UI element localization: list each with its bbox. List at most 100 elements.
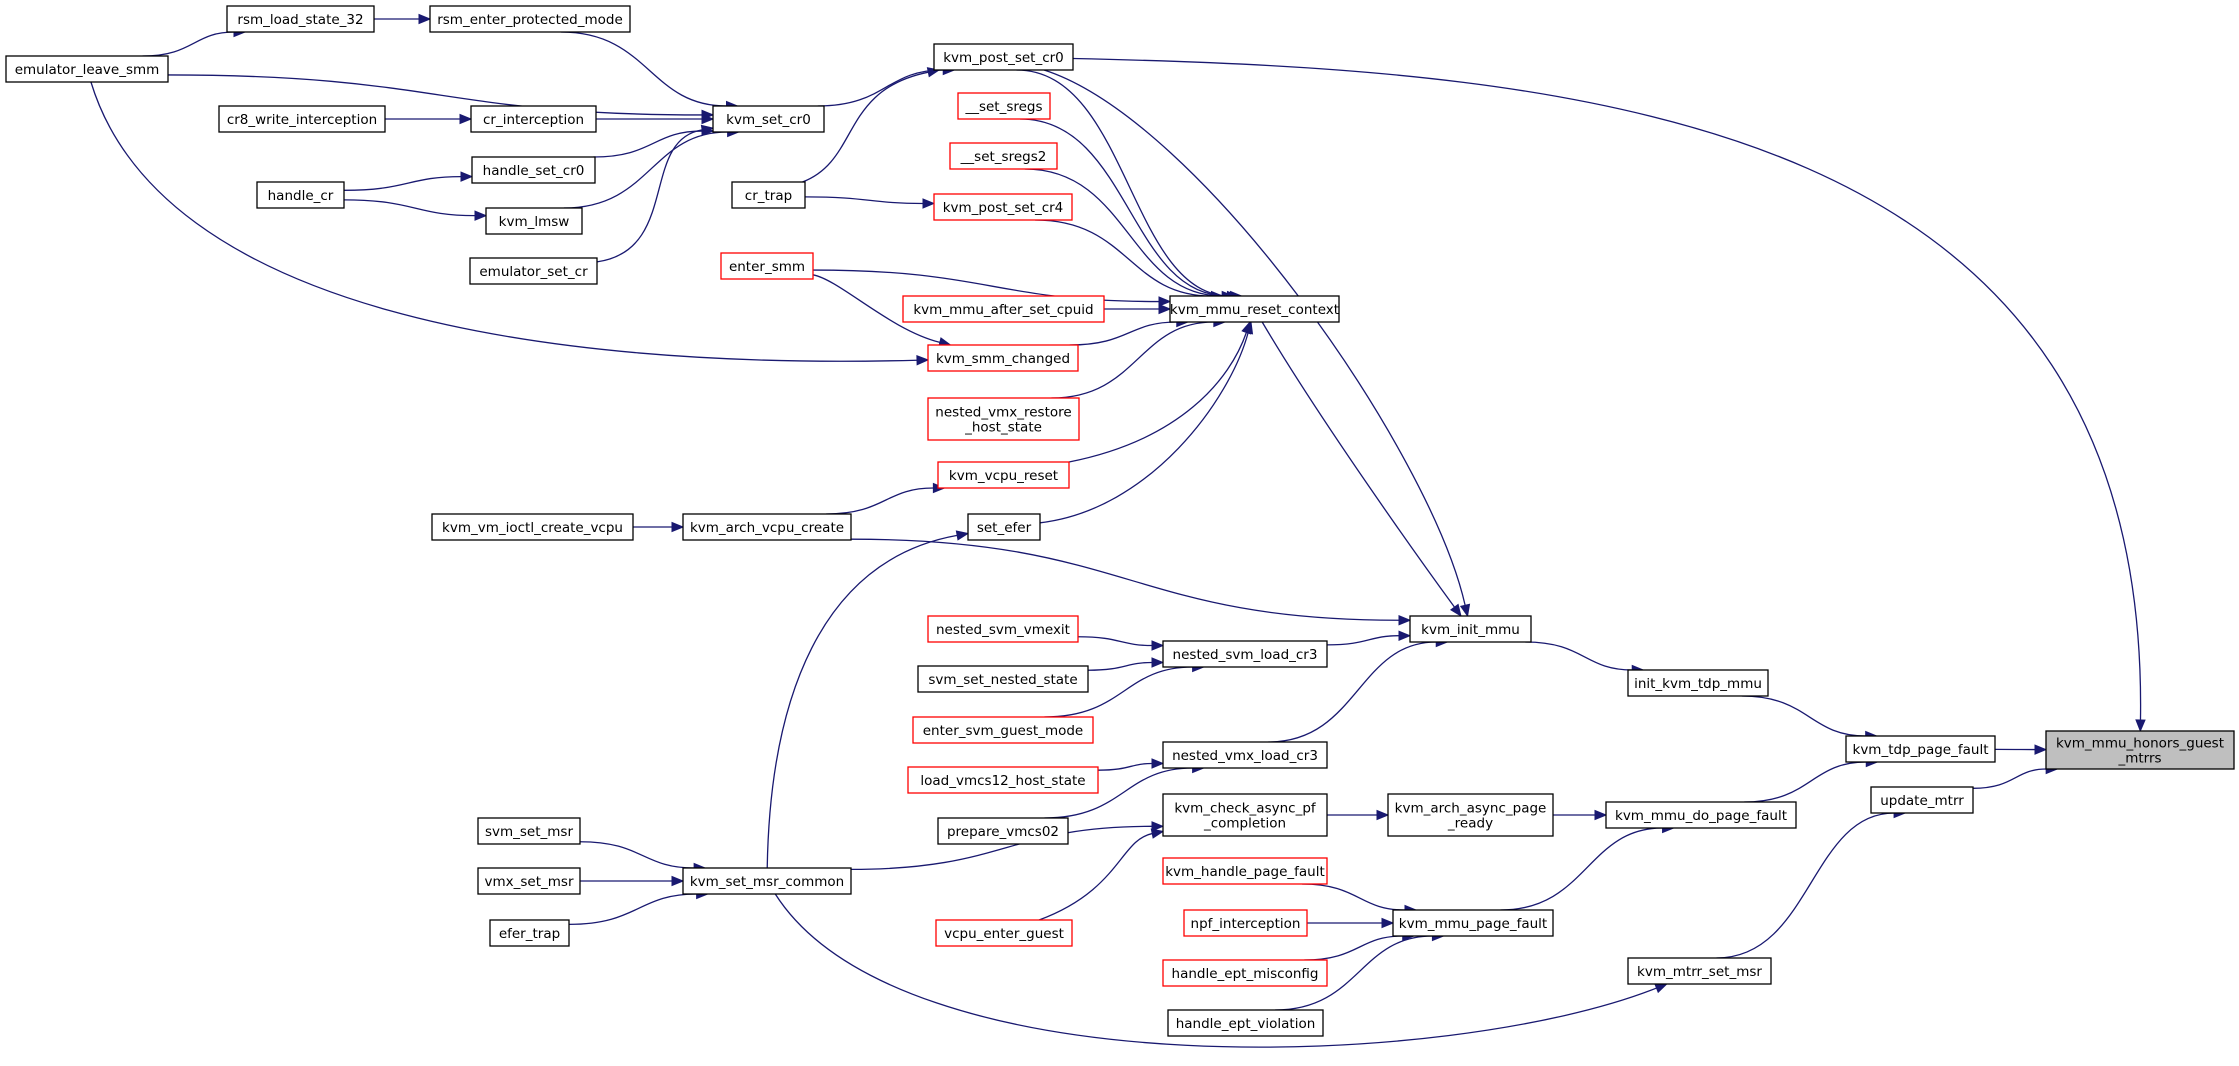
arrowhead-load_vmcs12_host_state-to-nested_vmx_load_cr3 <box>1151 758 1165 769</box>
node-efer_trap[interactable]: efer_trap <box>489 919 570 947</box>
node-handle_ept_misconfig[interactable]: handle_ept_misconfig <box>1162 959 1328 987</box>
arrowhead-emulator_leave_smm-to-kvm_smm_changed <box>916 354 930 366</box>
arrowhead-svm_set_nested_state-to-nested_svm_load_cr3 <box>1151 657 1165 668</box>
arrowhead-kvm_set_msr_common-to-kvm_check_async_pf_completion <box>1151 821 1165 832</box>
node-enter_smm[interactable]: enter_smm <box>720 252 814 280</box>
node-box <box>937 461 1070 489</box>
node-emulator_leave_smm[interactable]: emulator_leave_smm <box>5 55 169 83</box>
node-kvm_init_mmu[interactable]: kvm_init_mmu <box>1409 615 1532 643</box>
node-__set_sregs[interactable]: __set_sregs <box>957 92 1051 120</box>
node-vcpu_enter_guest[interactable]: vcpu_enter_guest <box>935 919 1073 947</box>
node-kvm_set_msr_common[interactable]: kvm_set_msr_common <box>682 867 852 895</box>
node-svm_set_msr[interactable]: svm_set_msr <box>477 817 581 845</box>
edge-rsm_enter_protected_mode-to-kvm_set_cr0 <box>561 31 727 107</box>
node-label: _host_state <box>964 420 1042 436</box>
edge-update_mtrr-to-kvm_mmu_honors_guest_mtrrs <box>1972 768 2047 789</box>
edge-init_kvm_tdp_mmu-to-kvm_tdp_page_fault <box>1741 695 1866 737</box>
node-rsm_enter_protected_mode[interactable]: rsm_enter_protected_mode <box>429 5 631 33</box>
arrowhead-vmx_set_msr-to-kvm_set_msr_common <box>671 875 685 887</box>
node-cr_trap[interactable]: cr_trap <box>731 181 806 209</box>
node-label: handle_cr <box>268 188 334 204</box>
node-label: nested_svm_load_cr3 <box>1173 647 1318 663</box>
node-kvm_vcpu_reset[interactable]: kvm_vcpu_reset <box>937 461 1070 489</box>
node-init_kvm_tdp_mmu[interactable]: init_kvm_tdp_mmu <box>1627 669 1769 697</box>
node-box <box>471 156 596 184</box>
node-handle_cr[interactable]: handle_cr <box>256 181 345 209</box>
node-label: vmx_set_msr <box>485 874 574 890</box>
node-label: handle_ept_violation <box>1176 1016 1316 1032</box>
nodes-layer: rsm_load_state_32 rsm_enter_protected_mod… <box>5 5 2235 1037</box>
node-kvm_mmu_do_page_fault[interactable]: kvm_mmu_do_page_fault <box>1605 801 1797 829</box>
node-cr8_write_interception[interactable]: cr8_write_interception <box>218 105 386 133</box>
node-handle_set_cr0[interactable]: handle_set_cr0 <box>471 156 596 184</box>
node-kvm_mmu_page_fault[interactable]: kvm_mmu_page_fault <box>1392 909 1554 937</box>
edge-nested_vmx_load_cr3-to-kvm_init_mmu <box>1268 641 1437 743</box>
node-label: kvm_mmu_reset_context <box>1170 302 1339 318</box>
node-box <box>1845 735 1996 763</box>
node-kvm_mtrr_set_msr[interactable]: kvm_mtrr_set_msr <box>1627 957 1772 985</box>
arrowhead-kvm_mmu_after_set_cpuid-to-kvm_mmu_reset_context <box>1158 303 1172 315</box>
node-label: nested_vmx_load_cr3 <box>1172 748 1318 764</box>
node-nested_svm_load_cr3[interactable]: nested_svm_load_cr3 <box>1162 640 1328 668</box>
node-label: init_kvm_tdp_mmu <box>1634 676 1762 692</box>
node-label: emulator_set_cr <box>479 264 588 280</box>
node-box <box>935 919 1073 947</box>
node-prepare_vmcs02[interactable]: prepare_vmcs02 <box>937 817 1069 845</box>
node-rsm_load_state_32[interactable]: rsm_load_state_32 <box>226 5 375 33</box>
node-nested_vmx_load_cr3[interactable]: nested_vmx_load_cr3 <box>1162 741 1328 769</box>
node-handle_ept_violation[interactable]: handle_ept_violation <box>1167 1009 1324 1037</box>
node-label: kvm_check_async_pf <box>1174 801 1317 817</box>
edge-nested_svm_load_cr3-to-kvm_init_mmu <box>1326 635 1400 646</box>
arrowhead-kvm_set_msr_common-to-kvm_mtrr_set_msr <box>1654 983 1668 994</box>
node-kvm_mmu_after_set_cpuid[interactable]: kvm_mmu_after_set_cpuid <box>902 295 1105 323</box>
node-npf_interception[interactable]: npf_interception <box>1183 909 1308 937</box>
node-label: kvm_arch_vcpu_create <box>690 520 844 536</box>
edge-kvm_set_msr_common-to-set_efer <box>766 534 958 869</box>
node-kvm_check_async_pf_completion[interactable]: kvm_check_async_pf_completion <box>1162 793 1328 837</box>
node-label: _completion <box>1203 816 1286 832</box>
node-emulator_set_cr[interactable]: emulator_set_cr <box>469 257 598 285</box>
node-cr_interception[interactable]: cr_interception <box>470 105 597 133</box>
node-kvm_mmu_honors_guest_mtrrs[interactable]: kvm_mmu_honors_guest_mtrrs <box>2045 730 2235 770</box>
node-kvm_vm_ioctl_create_vcpu[interactable]: kvm_vm_ioctl_create_vcpu <box>431 513 634 541</box>
node-__set_sregs2[interactable]: __set_sregs2 <box>949 142 1058 170</box>
node-box <box>489 919 570 947</box>
node-nested_svm_vmexit[interactable]: nested_svm_vmexit <box>927 615 1079 643</box>
edge-kvm_arch_vcpu_create-to-kvm_vcpu_reset <box>826 487 934 515</box>
node-load_vmcs12_host_state[interactable]: load_vmcs12_host_state <box>907 766 1099 794</box>
node-update_mtrr[interactable]: update_mtrr <box>1870 786 1974 814</box>
node-box <box>1167 1009 1324 1037</box>
node-box <box>912 716 1094 744</box>
node-box <box>477 867 581 895</box>
edge-kvm_set_msr_common-to-kvm_check_async_pf_completion <box>850 825 1153 871</box>
node-kvm_tdp_page_fault[interactable]: kvm_tdp_page_fault <box>1845 735 1996 763</box>
node-vmx_set_msr[interactable]: vmx_set_msr <box>477 867 581 895</box>
node-label: npf_interception <box>1191 916 1301 932</box>
node-kvm_post_set_cr4[interactable]: kvm_post_set_cr4 <box>933 193 1073 221</box>
arrowhead-cr_interception-to-kvm_set_cr0 <box>701 113 715 125</box>
node-nested_vmx_restore_host_state[interactable]: nested_vmx_restore_host_state <box>927 397 1080 441</box>
node-kvm_lmsw[interactable]: kvm_lmsw <box>485 207 583 235</box>
edge-cr_trap-to-kvm_post_set_cr0 <box>802 71 929 183</box>
node-box <box>226 5 375 33</box>
node-kvm_arch_async_page_ready[interactable]: kvm_arch_async_page_ready <box>1387 793 1554 837</box>
edge-emulator_leave_smm-to-kvm_smm_changed <box>90 81 918 362</box>
node-box <box>927 344 1079 372</box>
edge-handle_cr-to-kvm_lmsw <box>343 199 476 217</box>
node-kvm_post_set_cr0[interactable]: kvm_post_set_cr0 <box>933 43 1074 71</box>
node-label: handle_ept_misconfig <box>1172 966 1319 982</box>
arrowhead-handle_cr-to-handle_set_cr0 <box>460 171 474 182</box>
node-label: cr_trap <box>745 188 792 204</box>
node-label: rsm_enter_protected_mode <box>437 12 623 28</box>
node-kvm_arch_vcpu_create[interactable]: kvm_arch_vcpu_create <box>682 513 852 541</box>
node-kvm_mmu_reset_context[interactable]: kvm_mmu_reset_context <box>1169 295 1340 323</box>
node-box <box>682 513 852 541</box>
node-set_efer[interactable]: set_efer <box>967 513 1041 541</box>
node-kvm_set_cr0[interactable]: kvm_set_cr0 <box>712 105 825 133</box>
node-svm_set_nested_state[interactable]: svm_set_nested_state <box>917 665 1089 693</box>
arrowhead-kvm_arch_vcpu_create-to-kvm_init_mmu <box>1398 614 1412 626</box>
node-kvm_handle_page_fault[interactable]: kvm_handle_page_fault <box>1162 857 1328 885</box>
node-kvm_smm_changed[interactable]: kvm_smm_changed <box>927 344 1079 372</box>
node-enter_svm_guest_mode[interactable]: enter_svm_guest_mode <box>912 716 1094 744</box>
edge-handle_ept_violation-to-kvm_mmu_page_fault <box>1275 935 1433 1011</box>
